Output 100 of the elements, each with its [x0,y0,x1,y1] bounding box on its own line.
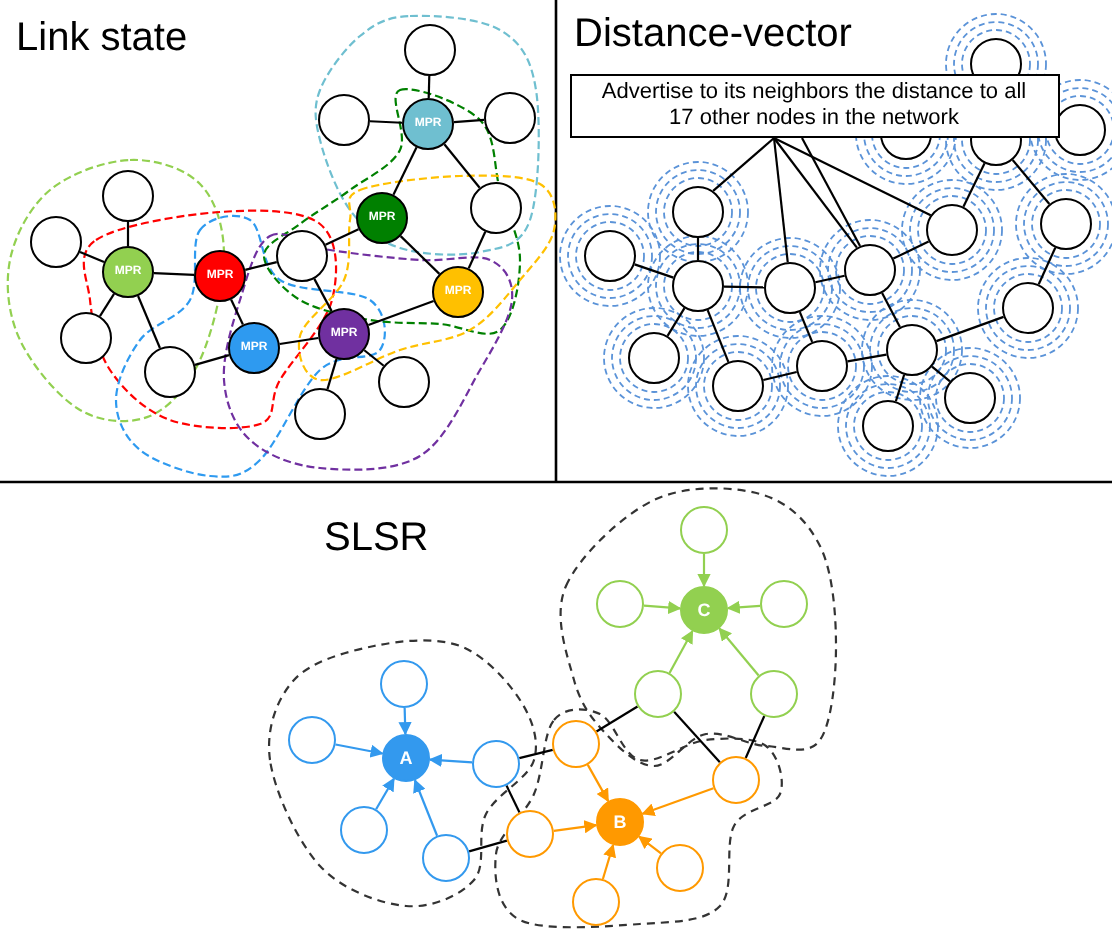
network-node [796,340,848,392]
network-node [472,740,520,788]
link-line [706,309,730,363]
link-line [325,228,359,246]
network-node [596,580,644,628]
link-line [79,251,105,263]
panel-title: Link state [16,16,188,62]
link-line [666,307,686,337]
network-node [680,506,728,554]
leader-line [801,137,861,247]
link-line [399,235,441,275]
network-node [552,720,600,768]
network-node [760,580,808,628]
link-line [369,120,403,124]
callout-tooltip: Advertise to its neighbors the distance to all 17 other nodes in the network [569,74,1059,138]
network-node [844,244,896,296]
link-line [696,238,700,260]
panel-title: SLSR [324,516,429,562]
link-line [326,358,338,390]
link-line [931,365,951,383]
network-node [506,810,554,858]
arrow [398,707,412,736]
link-line [313,278,333,312]
leader-line [712,137,775,192]
link-line [363,349,385,367]
network-node [30,216,82,268]
cluster-head-node: C [680,586,728,634]
network-node [672,186,724,238]
link-line [673,711,721,763]
network-node [294,388,346,440]
link-line [519,748,553,760]
network-node [1002,282,1054,334]
link-line [467,231,487,269]
link-line [453,118,485,124]
arrow [553,820,598,834]
cluster-head-node: A [382,734,430,782]
arrow [586,764,610,803]
network-node [584,230,636,282]
network-node [144,346,196,398]
link-line [723,285,765,289]
link-line [279,336,319,346]
link-line [936,315,1004,343]
link-line [245,261,277,271]
network-node [404,24,456,76]
network-node [672,260,724,312]
link-line [595,705,639,733]
leader-line [773,137,932,217]
network-node [1054,104,1106,156]
link-line [505,785,521,813]
network-node [288,716,336,764]
network-node [628,332,680,384]
link-line [230,299,244,325]
link-line [194,354,230,366]
link-line [763,370,797,382]
link-line [815,274,845,284]
arrow [428,753,473,767]
link-line [368,299,434,327]
network-node [276,230,328,282]
link-line [153,272,195,276]
network-node [380,660,428,708]
network-node [926,204,978,256]
network-node [656,844,704,892]
network-node [634,670,682,718]
arrow [697,554,711,588]
link-line [468,839,508,853]
link-line [881,292,901,328]
arrow [643,600,682,615]
link-line [892,240,930,260]
network-node [422,834,470,882]
network-node [750,670,798,718]
link-line [634,263,674,279]
network-node [862,400,914,452]
leader-line [772,137,789,263]
network-node [378,356,430,408]
network-node [712,756,760,804]
arrow [601,843,616,880]
link-line [1037,247,1057,285]
arrow [375,777,395,810]
arrow [726,600,761,614]
link-line [392,146,418,196]
network-node [484,92,536,144]
link-line [443,143,481,189]
network-node [712,360,764,412]
network-node [1040,198,1092,250]
link-line [744,715,766,759]
arrow [413,779,439,837]
link-line [137,295,161,349]
link-line [798,311,814,343]
leader-line [773,137,858,249]
network-node [60,312,112,364]
link-line [427,75,431,99]
link-line [847,353,887,363]
link-line [894,374,906,402]
cluster-head-node: B [596,798,644,846]
network-node [102,170,154,222]
network-node [318,94,370,146]
network-node [340,806,388,854]
link-line [962,162,986,208]
arrow [335,743,384,758]
link-line [126,222,130,246]
